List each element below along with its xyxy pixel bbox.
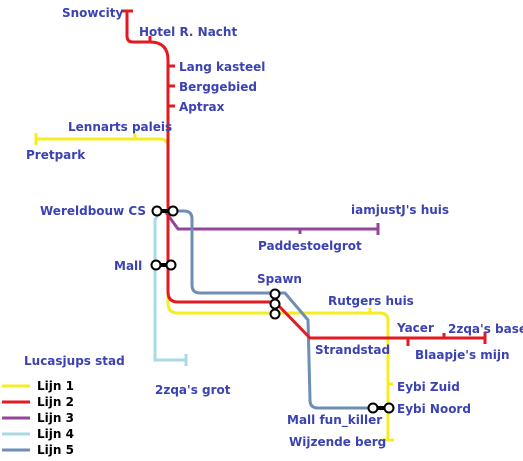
line-1 <box>34 133 394 442</box>
label-aptrax: Aptrax <box>179 100 225 114</box>
legend-item-lijn-1: Lijn 1 <box>2 379 74 393</box>
legend-item-lijn-5: Lijn 5 <box>2 443 74 457</box>
interchange-mall[interactable] <box>150 259 177 271</box>
legend-item-lijn-3: Lijn 3 <box>2 411 74 425</box>
label-spawn: Spawn <box>257 272 302 286</box>
label-wijzende: Wijzende berg <box>289 435 386 449</box>
label-hotel: Hotel R. Nacht <box>139 25 237 39</box>
label-wereldbouw: Wereldbouw CS <box>40 204 146 218</box>
line-5-path <box>170 209 381 410</box>
label-pretpark: Pretpark <box>26 148 86 162</box>
interchange-eybi-noord[interactable] <box>367 402 395 414</box>
label-zqa-grot: 2zqa's grot <box>155 383 231 397</box>
line-2 <box>121 9 487 346</box>
label-strandstad: Strandstad <box>315 343 390 357</box>
legend-label: Lijn 1 <box>37 379 74 393</box>
label-lennarts-paleis: Lennarts paleis <box>68 120 172 134</box>
line-2-path <box>125 11 485 340</box>
label-blaapje: Blaapje's mijn <box>415 348 510 362</box>
label-paddestoelgrot: Paddestoelgrot <box>258 239 362 253</box>
line-5 <box>170 209 381 410</box>
label-eybi-zuid: Eybi Zuid <box>397 380 460 394</box>
label-zqa-base: 2zqa's base <box>448 322 523 336</box>
line-3 <box>163 210 380 235</box>
interchange-spawn[interactable] <box>269 288 281 320</box>
label-rutgers: Rutgers huis <box>328 294 414 308</box>
label-iamjustj: iamjustJ's huis <box>351 203 449 217</box>
label-lucasjups: Lucasjups stad <box>24 354 125 368</box>
legend-item-lijn-4: Lijn 4 <box>2 427 74 441</box>
legend-item-lijn-2: Lijn 2 <box>2 395 74 409</box>
label-berggebied: Berggebied <box>179 80 257 94</box>
legend-label: Lijn 3 <box>37 411 74 425</box>
line-1-path <box>36 137 390 440</box>
label-mall-fun: Mall fun_killer <box>287 413 382 428</box>
legend: Lijn 1 Lijn 2 Lijn 3 Lijn 4 Lijn 5 <box>2 379 74 457</box>
line-4-path <box>153 210 186 362</box>
label-mall: Mall <box>114 259 142 273</box>
interchange-wereldbouw[interactable] <box>151 205 179 217</box>
legend-label: Lijn 4 <box>37 427 74 441</box>
label-eybi-noord: Eybi Noord <box>397 402 471 416</box>
line-3-path <box>163 210 378 231</box>
legend-label: Lijn 5 <box>37 443 74 457</box>
legend-label: Lijn 2 <box>37 395 74 409</box>
label-yacer: Yacer <box>396 321 434 335</box>
line-4 <box>153 210 188 366</box>
label-snowcity: Snowcity <box>62 6 123 20</box>
label-lang-kasteel: Lang kasteel <box>179 60 265 74</box>
